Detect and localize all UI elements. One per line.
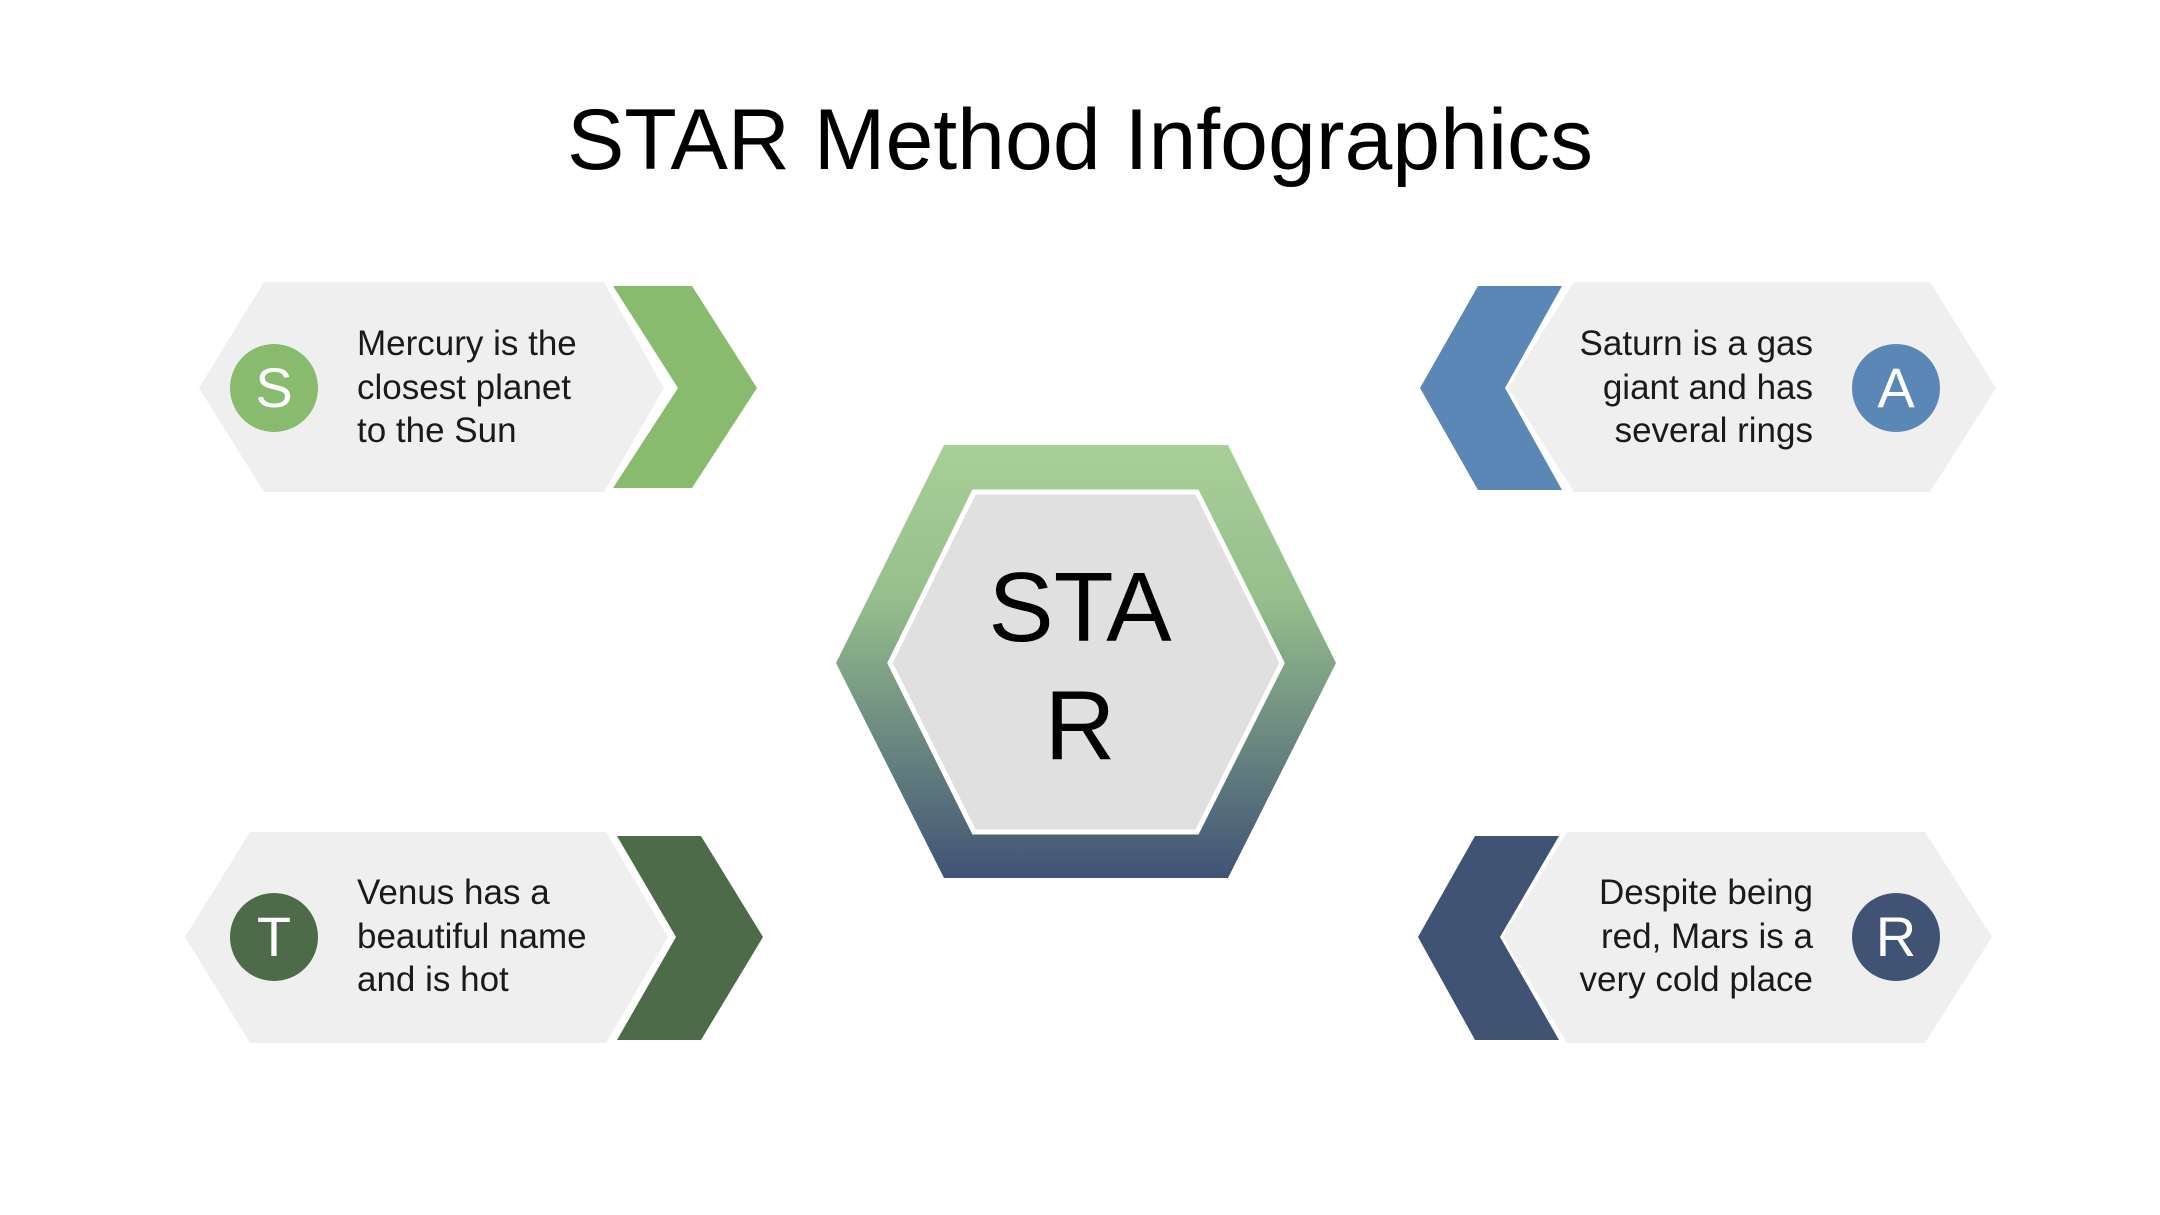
badge-r: R: [1852, 893, 1940, 981]
badge-t: T: [230, 893, 318, 981]
badge-s: S: [230, 344, 318, 432]
card-s-line-3: to the Sun: [357, 411, 517, 450]
card-r-text: Despite being red, Mars is a very cold p…: [1500, 871, 1813, 1002]
card-r-line-3: very cold place: [1579, 960, 1813, 999]
card-t-background: [185, 832, 668, 1043]
card-a-line-1: Saturn is a gas: [1579, 324, 1813, 363]
card-r-line-2: red, Mars is a: [1601, 916, 1813, 956]
center-label-line-2: R: [1044, 670, 1116, 780]
card-a-text: Saturn is a gas giant and has several ri…: [1500, 322, 1813, 453]
card-a-background: [1508, 282, 1996, 492]
center-label-line-1: STA: [988, 552, 1172, 662]
card-t-chevron: [617, 836, 763, 1040]
page-title: STAR Method Infographics: [566, 92, 1594, 188]
card-s-line-1: Mercury is the: [357, 324, 577, 363]
card-a-line-3: several rings: [1614, 411, 1813, 450]
badge-a: A: [1852, 344, 1940, 432]
card-s-background: [199, 282, 664, 492]
card-r-chevron: [1418, 836, 1559, 1040]
card-t-text: Venus has a beautiful name and is hot: [357, 871, 587, 1002]
card-a-line-2: giant and has: [1602, 367, 1813, 407]
card-s-chevron: [613, 286, 757, 488]
card-t-line-3: and is hot: [357, 960, 509, 999]
card-t-line-2: beautiful name: [357, 916, 587, 956]
card-r-line-1: Despite being: [1598, 873, 1813, 912]
card-a-chevron: [1420, 286, 1562, 490]
card-s-line-2: closest planet: [357, 367, 572, 407]
center-label: STA R: [960, 548, 1200, 784]
center-hexagon-inner: [887, 489, 1285, 835]
card-s-text: Mercury is the closest planet to the Sun: [357, 322, 577, 453]
card-t-line-1: Venus has a: [357, 873, 550, 912]
card-r-background: [1503, 832, 1992, 1043]
